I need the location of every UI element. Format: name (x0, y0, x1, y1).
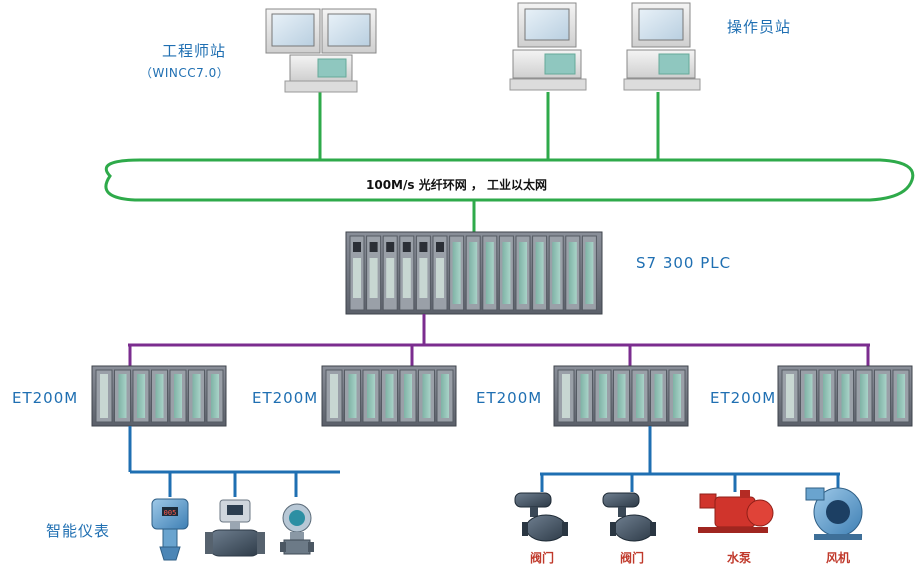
et200m-module-front (878, 374, 887, 418)
plc-module-indicator (402, 242, 411, 252)
et200m-module-front (348, 374, 357, 418)
et200m-module-front (155, 374, 164, 418)
field-wiring-right (540, 426, 840, 492)
et200m-module-front (192, 374, 201, 418)
et200m-label-1: ET200M (12, 389, 79, 407)
engineer-station-computer (265, 8, 377, 93)
et200m-module-front (636, 374, 644, 418)
plc-module-front (402, 258, 411, 298)
water-pump-icon (698, 490, 774, 533)
et200m-module-front (562, 374, 570, 418)
et200m-module-front (422, 374, 431, 418)
plc-module-front (369, 258, 378, 298)
et200m-module-front (823, 374, 831, 418)
plc-module-front (436, 258, 444, 298)
et200m-label-3: ET200M (476, 389, 543, 407)
plc-module-front (485, 242, 494, 304)
et200m-label-2: ET200M (252, 389, 319, 407)
et200m-module-front (617, 374, 626, 418)
s7-300-plc-rack (345, 231, 603, 315)
et200m-module-front (211, 374, 219, 418)
et200m-module-front (385, 374, 394, 418)
electromagnetic-flowmeter (205, 499, 265, 557)
fan-icon (805, 487, 863, 540)
et200m-module-front (174, 374, 182, 418)
et200m-module-front (330, 374, 338, 418)
device-label-fan: 风机 (826, 551, 851, 565)
engineer-station-label: 工程师站 (162, 42, 227, 60)
et200m-module-front (673, 374, 681, 418)
plc-module-indicator (369, 242, 378, 252)
plc-module-indicator (353, 242, 361, 252)
et200m-module-front (441, 374, 449, 418)
plc-module-front (502, 242, 511, 304)
et200m-module-front (404, 374, 412, 418)
et200m-module-front (599, 374, 607, 418)
plc-module-front (519, 242, 527, 304)
et200m-module-front (367, 374, 375, 418)
plc-module-front (552, 242, 561, 304)
plc-module-front (568, 242, 577, 304)
plc-module-front (353, 258, 361, 298)
fiber-ring-network (104, 158, 915, 202)
field-wiring-left (128, 426, 340, 497)
plc-module-front (535, 242, 544, 304)
et200m-module-front (860, 374, 868, 418)
plc-module-indicator (386, 242, 395, 252)
network-label: 100M/s 光纤环网 ， 工业以太网 (366, 178, 548, 192)
et200m-racks (91, 365, 913, 427)
plc-module-front (585, 242, 594, 304)
et200m-module-front (137, 374, 145, 418)
et200m-module-front (841, 374, 850, 418)
et200m-module-front (580, 374, 589, 418)
profibus-bus (128, 314, 870, 366)
plc-module-front (386, 258, 395, 298)
et200m-module-front (897, 374, 905, 418)
plc-label: S7 300 PLC (636, 254, 732, 272)
plc-module-front (452, 242, 461, 304)
engineer-software-label: （WINCC7.0） (140, 66, 230, 80)
device-label-valve-1: 阀门 (530, 551, 555, 565)
differential-pressure-transmitter (280, 503, 314, 555)
operator-station-label: 操作员站 (727, 18, 792, 36)
et200m-label-4: ET200M (710, 389, 777, 407)
svg-text:005: 005 (164, 509, 177, 517)
valve-icon-1 (514, 492, 568, 542)
operator-station-computer-1 (509, 2, 587, 91)
station-uplinks (318, 92, 660, 232)
device-label-valve-2: 阀门 (620, 551, 645, 565)
et200m-module-front (786, 374, 794, 418)
pressure-transmitter: 005 (151, 498, 189, 561)
plc-module-indicator (436, 242, 444, 252)
et200m-module-front (654, 374, 663, 418)
operator-station-computer-2 (623, 2, 701, 91)
plc-module-front (419, 258, 428, 298)
plc-module-front (469, 242, 478, 304)
et200m-module-front (118, 374, 127, 418)
smart-instruments-label: 智能仪表 (46, 522, 111, 540)
et200m-module-front (804, 374, 813, 418)
device-label-pump: 水泵 (727, 551, 752, 565)
valve-icon-2 (602, 492, 656, 542)
plc-module-indicator (419, 242, 428, 252)
et200m-module-front (100, 374, 108, 418)
